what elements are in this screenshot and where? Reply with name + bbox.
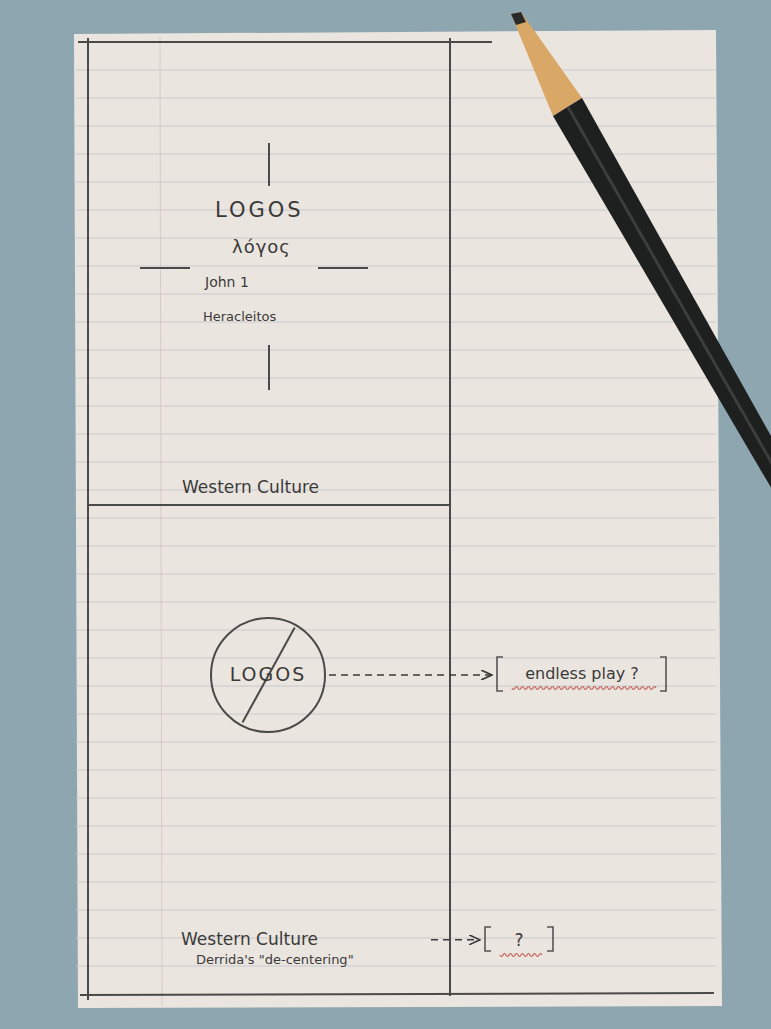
term-label: LOGOS [215,198,304,222]
crossed-circle: LOGOS [210,617,326,733]
node-text: Western Culture [181,929,351,949]
pencil-lead [511,12,526,25]
wavy-underline [500,954,542,957]
node-text: ? [496,930,542,950]
greek-term: λόγος [232,236,291,257]
node-text: LOGOS [210,663,326,685]
bracket-box: endless play ? [494,655,669,695]
bracket-box: ? [482,925,556,955]
dashed-arrow [431,939,480,941]
left-bracket [497,657,503,691]
circle-outline [211,618,325,732]
source-note: Heracleitos [203,309,276,324]
cross-marks [140,143,368,390]
pencil [511,12,771,520]
section-label: Western Culture [182,477,319,497]
left-bracket [485,927,491,951]
right-bracket [660,657,666,691]
pencil-body [553,98,771,520]
node-subtext: Derrida's "de-centering" [196,952,426,967]
text-group: Western CultureDerrida's "de-centering" [176,926,428,972]
right-bracket [547,927,553,951]
node-text: endless play ? [508,664,656,683]
pencil-wood [511,12,582,116]
dashed-arrow [329,674,492,676]
pencil-highlight [568,107,771,495]
wavy-underline [512,687,656,690]
source-note: John 1 [205,274,249,290]
